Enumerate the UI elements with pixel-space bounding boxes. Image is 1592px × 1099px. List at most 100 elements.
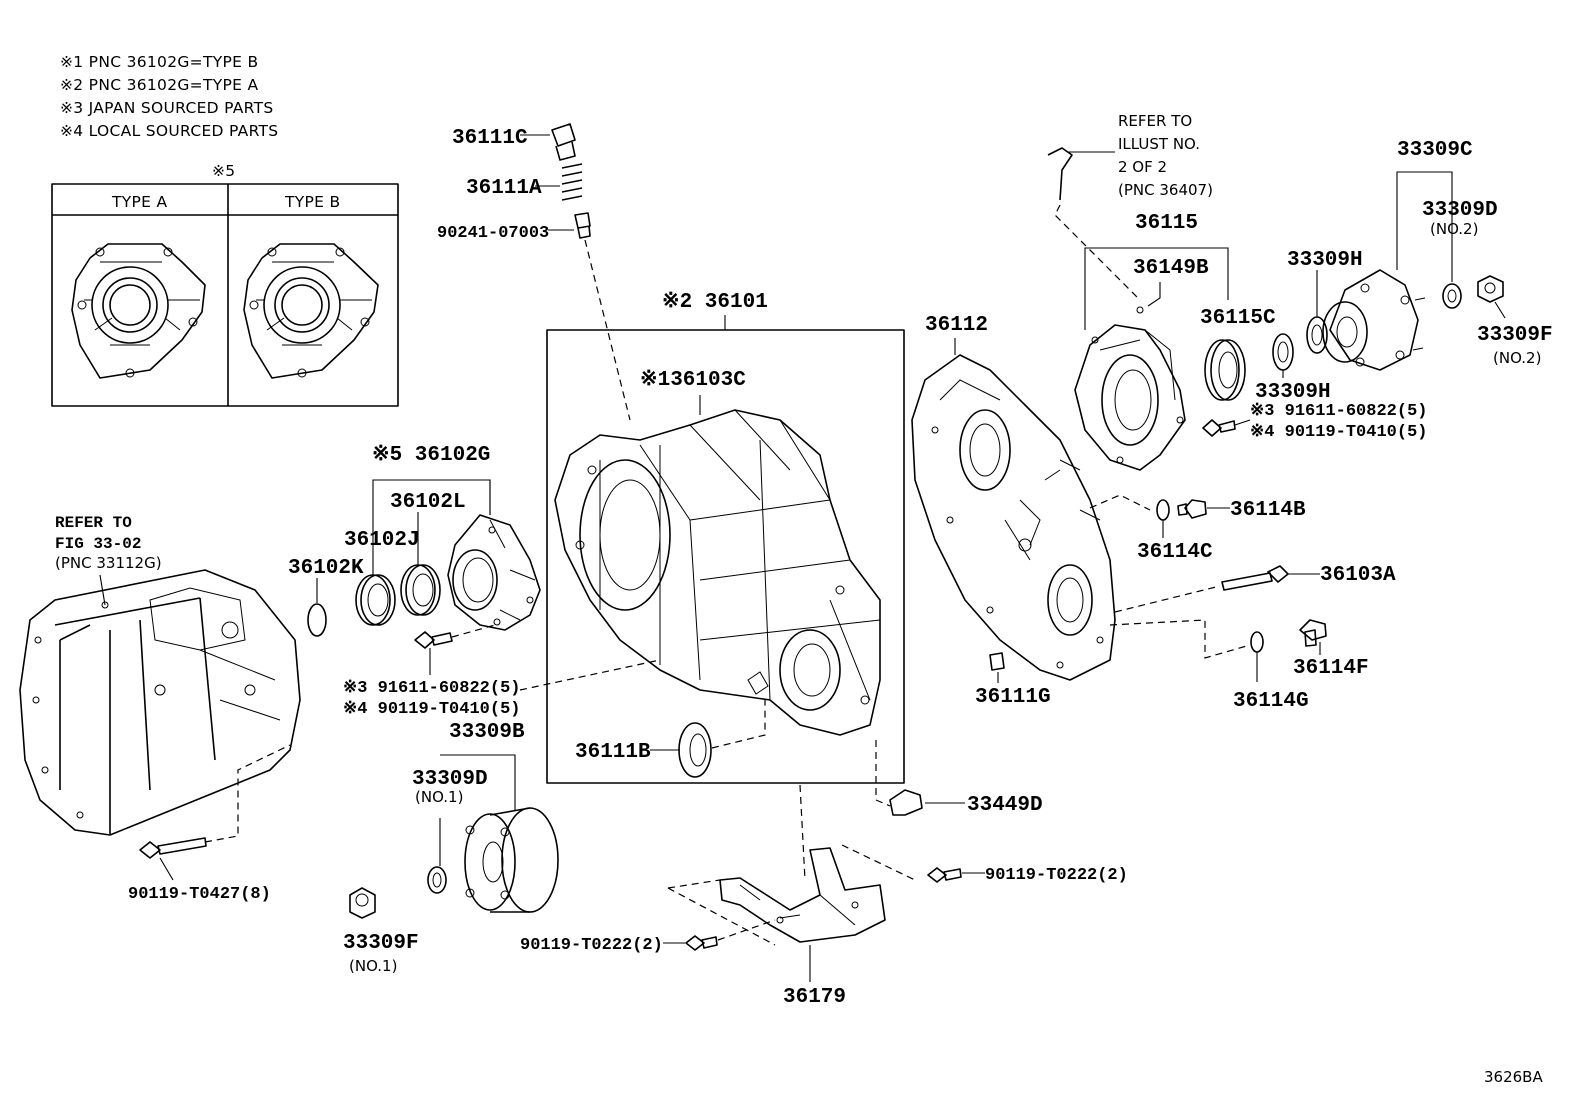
extension-housing-drawing xyxy=(19,569,301,836)
label-33309d-no1-sub: (NO.1) xyxy=(415,788,463,806)
label-33309d-no2: 33309D xyxy=(1422,199,1498,222)
bracket-36102g xyxy=(372,479,491,550)
label-36179: 36179 xyxy=(783,986,846,1009)
label-36102j: 36102J xyxy=(344,529,420,552)
bolt-91611-left-drawing xyxy=(414,624,661,691)
notes-block: ※1 PNC 36102G=TYPE B ※2 PNC 36102G=TYPE … xyxy=(60,53,278,140)
label-36114f: 36114F xyxy=(1293,657,1369,680)
label-36112: 36112 xyxy=(925,314,988,337)
label-36149b: 36149B xyxy=(1133,257,1209,280)
label-36102l: 36102L xyxy=(390,491,466,514)
type-comparison-box: ※5 TYPE A TYPE B xyxy=(51,162,399,407)
label-33309d-no2-sub: (NO.2) xyxy=(1430,220,1478,238)
label-36101: ※2 36101 xyxy=(662,290,768,314)
label-bolt-left-90119: ※4 90119-T0410(5) xyxy=(343,700,520,719)
note-4: ※4 LOCAL SOURCED PARTS xyxy=(60,122,278,140)
label-90119-t0427: 90119-T0427(8) xyxy=(128,885,271,904)
label-36111a: 36111A xyxy=(466,177,542,200)
leader-36149b xyxy=(1147,282,1161,307)
spacer-33309h-low-drawing xyxy=(1272,333,1294,378)
washer-36114g-drawing xyxy=(1109,619,1264,682)
label-33309f-no1-sub: (NO.1) xyxy=(349,957,397,975)
refer-to-illust-2-of-2: REFER TO ILLUST NO. 2 OF 2 (PNC 36407) xyxy=(1047,112,1213,301)
label-36114g: 36114G xyxy=(1233,690,1309,713)
type-b-heading: TYPE B xyxy=(284,193,340,211)
label-36115: 36115 xyxy=(1135,212,1198,235)
refer-right-line1: REFER TO xyxy=(1118,112,1192,130)
flange-33309c-drawing xyxy=(1322,269,1426,371)
label-33309b: 33309B xyxy=(449,721,525,744)
washer-36114c-drawing xyxy=(1089,494,1170,538)
bolt-90119-t0222-left-drawing xyxy=(663,919,776,951)
label-33309f-no2: 33309F xyxy=(1477,324,1553,347)
label-36111b: 36111B xyxy=(575,741,651,764)
label-36111c: 36111C xyxy=(452,127,528,150)
note-3: ※3 JAPAN SOURCED PARTS xyxy=(60,99,274,117)
sensor-33449d-drawing xyxy=(875,740,965,816)
transfer-case-36103c-drawing xyxy=(554,409,881,736)
label-90119-t0222-left: 90119-T0222(2) xyxy=(520,936,663,955)
pin-36111g-drawing xyxy=(989,652,1005,683)
label-36103a: 36103A xyxy=(1320,564,1396,587)
bolt-36103a-drawing xyxy=(1114,565,1320,613)
label-bolt-right-90119: ※4 90119-T0410(5) xyxy=(1250,423,1427,442)
refer-left-line2: FIG 33-02 xyxy=(55,535,141,553)
label-33449d: 33449D xyxy=(967,794,1043,817)
bearing-36102l-drawing xyxy=(400,512,441,616)
bracket-36115 xyxy=(1084,247,1229,330)
bearing-36102j-drawing xyxy=(355,550,396,626)
refer-right-line3: 2 OF 2 xyxy=(1118,158,1167,176)
type-a-cover-drawing xyxy=(71,243,206,379)
type-a-heading: TYPE A xyxy=(111,193,168,211)
refer-left-line3: (PNC 33112G) xyxy=(55,554,162,572)
label-33309f-no2-sub: (NO.2) xyxy=(1493,349,1541,367)
refer-to-fig-33-02: REFER TO FIG 33-02 (PNC 33112G) xyxy=(55,514,162,606)
rear-case-36112-drawing xyxy=(911,354,1116,681)
label-33309c: 33309C xyxy=(1397,139,1473,162)
refer-left-line1: REFER TO xyxy=(55,514,132,532)
pin-90241-drawing xyxy=(548,212,631,421)
bolt-91611-right-drawing xyxy=(1202,419,1251,437)
bracket-33309b xyxy=(439,754,516,866)
note-1: ※1 PNC 36102G=TYPE B xyxy=(60,53,258,71)
type-b-cover-drawing xyxy=(243,243,379,379)
case-36101-frame xyxy=(546,329,905,784)
spacer-33309h-top-drawing xyxy=(1306,270,1328,354)
bolt-36114f-drawing xyxy=(1299,619,1327,655)
bolt-90119-t0427-drawing xyxy=(139,744,291,881)
spring-36111a-drawing xyxy=(535,163,583,201)
type-box-mark: ※5 xyxy=(212,162,235,180)
type-box-frame xyxy=(51,183,399,407)
refer-right-line2: ILLUST NO. xyxy=(1118,135,1200,153)
seal-36115c-drawing xyxy=(1204,339,1246,401)
figure-code: 3626BA xyxy=(1484,1068,1543,1086)
label-bolt-left-91611: ※3 91611-60822(5) xyxy=(343,679,520,698)
refer-right-line4: (PNC 36407) xyxy=(1118,181,1213,199)
nut-33309f-right-drawing xyxy=(1477,275,1506,319)
label-33309h-low: 33309H xyxy=(1255,381,1331,404)
nut-33309f-left-drawing xyxy=(349,887,376,919)
label-36114c: 36114C xyxy=(1137,541,1213,564)
label-36103c: ※136103C xyxy=(640,368,746,392)
note-2: ※2 PNC 36102G=TYPE A xyxy=(60,76,258,94)
plug-36111c-drawing xyxy=(520,123,576,161)
label-bolt-right-91611: ※3 91611-60822(5) xyxy=(1250,402,1427,421)
bracket-33309c xyxy=(1396,171,1453,282)
bolt-90119-t0222-right-drawing xyxy=(927,867,985,883)
label-36102g: ※5 36102G xyxy=(372,443,490,467)
label-90241-07003: 90241-07003 xyxy=(437,224,549,243)
label-36111g: 36111G xyxy=(975,686,1051,709)
protector-36179-drawing xyxy=(667,784,916,982)
label-36114b: 36114B xyxy=(1230,499,1306,522)
bolt-36114b-drawing xyxy=(1177,499,1230,519)
seal-36111b-drawing xyxy=(650,700,766,778)
label-33309h-top: 33309H xyxy=(1287,249,1363,272)
label-33309f-no1: 33309F xyxy=(343,932,419,955)
o-ring-36102k-drawing xyxy=(307,578,327,637)
label-90119-t0222-right: 90119-T0222(2) xyxy=(985,866,1128,885)
label-33309d-no1: 33309D xyxy=(412,768,488,791)
washer-33309d-right-drawing xyxy=(1442,283,1462,309)
label-36115c: 36115C xyxy=(1200,307,1276,330)
flange-33309b-drawing xyxy=(427,807,559,913)
